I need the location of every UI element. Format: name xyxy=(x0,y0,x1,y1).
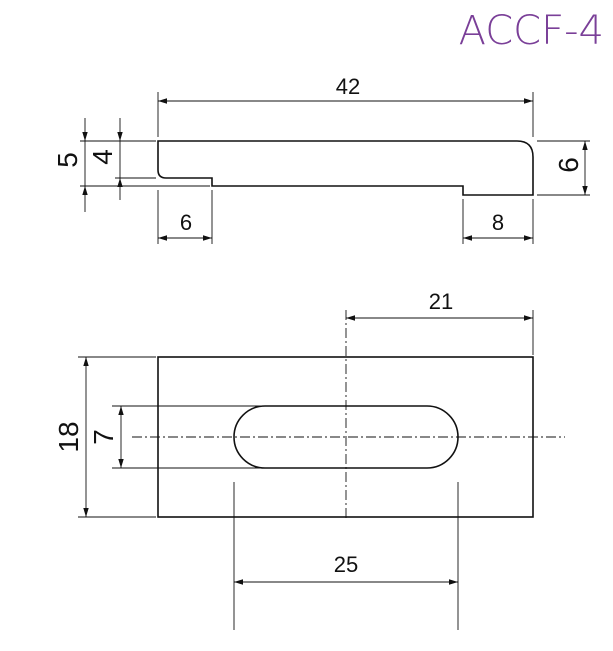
dimension-height-right: 6 xyxy=(553,157,584,173)
dimension-width: 18 xyxy=(53,421,84,452)
dimension-offset: 21 xyxy=(429,289,453,314)
side-profile-outline xyxy=(157,140,534,196)
dimension-step-left: 6 xyxy=(180,210,192,235)
drawing-title: ACCF-4 xyxy=(459,8,604,54)
dimension-length: 42 xyxy=(336,74,360,99)
dimension-slot-length: 25 xyxy=(334,552,358,577)
side-view: 42 5 4 6 6 8 xyxy=(52,74,590,244)
dimension-height-total: 5 xyxy=(52,152,83,168)
top-view: 18 7 21 25 xyxy=(53,289,565,630)
dimension-height-inner: 4 xyxy=(87,149,118,165)
dimension-step-right: 8 xyxy=(492,210,504,235)
dimension-slot-width: 7 xyxy=(88,429,119,445)
